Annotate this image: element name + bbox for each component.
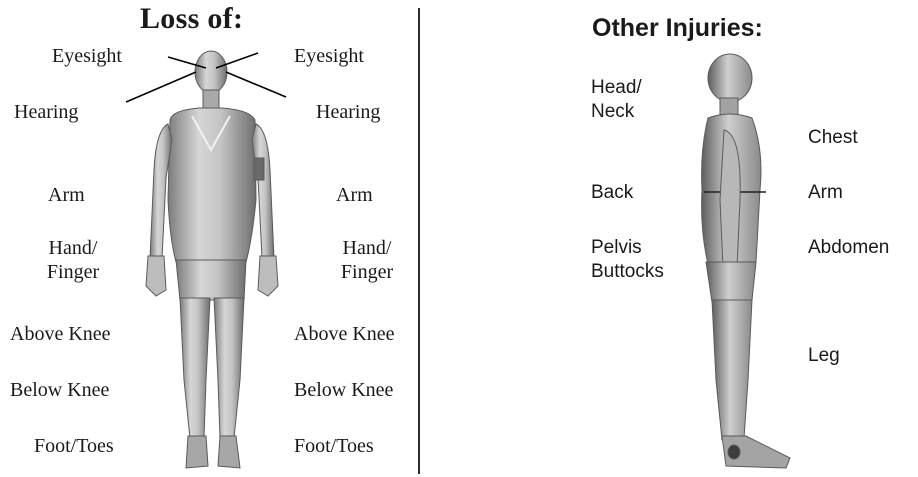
front-pelvis xyxy=(176,260,246,300)
front-right-hand xyxy=(258,256,278,296)
front-body-figure xyxy=(126,51,286,468)
front-head xyxy=(195,51,227,93)
front-arm-marker xyxy=(254,158,264,180)
front-left-hand xyxy=(146,256,166,296)
side-leg xyxy=(712,300,752,440)
front-torso xyxy=(168,108,256,262)
side-body-figure xyxy=(702,54,790,468)
side-neck xyxy=(720,98,738,116)
front-right-leg xyxy=(214,298,244,438)
front-left-leg xyxy=(180,298,210,438)
side-head xyxy=(708,54,752,102)
front-left-foot xyxy=(186,436,208,468)
leader-left-hearing xyxy=(126,72,196,102)
leader-right-hearing xyxy=(226,72,286,97)
front-right-foot xyxy=(218,436,240,468)
side-pelvis xyxy=(706,262,756,302)
front-neck xyxy=(203,90,219,110)
